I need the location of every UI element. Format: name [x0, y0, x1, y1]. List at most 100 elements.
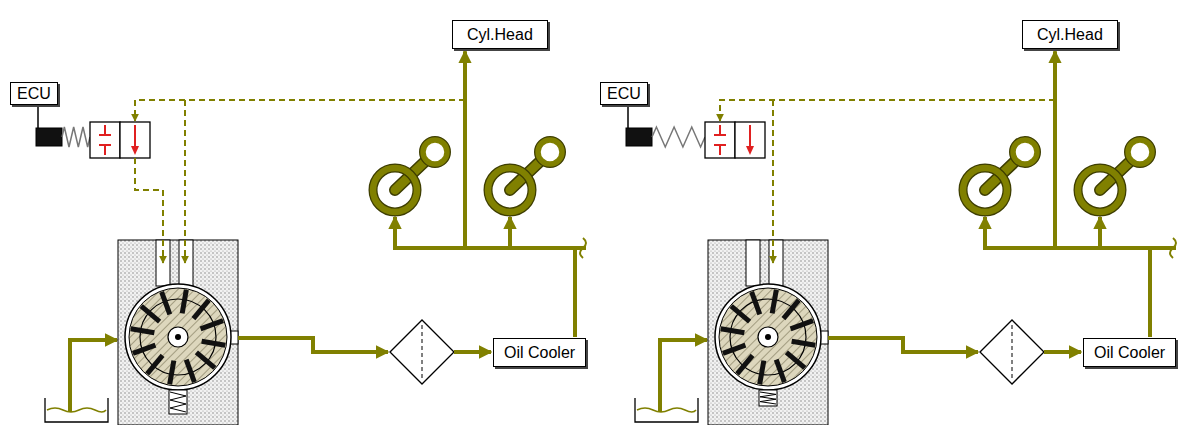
- pump-vane: [749, 291, 762, 315]
- component-box: Oil Cooler: [1083, 338, 1176, 367]
- pump-vane: [782, 299, 801, 321]
- controller-box: ECU: [600, 82, 648, 105]
- valve-square: [705, 122, 735, 158]
- pump-vane: [790, 318, 814, 331]
- cam-ring: [715, 284, 821, 390]
- component-box: Oil Cooler: [493, 338, 586, 367]
- pump-rotor: [140, 299, 216, 375]
- controller-box: ECU: [10, 82, 58, 105]
- cooler-feed-line: [1044, 350, 1081, 354]
- pump-vane: [757, 360, 766, 385]
- box-label: Cyl.Head: [467, 25, 533, 44]
- cam-ring-inner: [129, 288, 227, 386]
- oil-level: [47, 408, 106, 412]
- pump-housing: [708, 240, 828, 425]
- journal-feed: [393, 217, 397, 250]
- crank-journal-edge: [488, 168, 532, 212]
- valve-spring: [62, 127, 90, 147]
- box-label: Cyl.Head: [1037, 25, 1103, 44]
- flow-arrow-symbol: [134, 125, 136, 148]
- solenoid-body: [626, 128, 652, 146]
- pump-vane: [132, 343, 156, 356]
- pump-vane: [180, 289, 189, 314]
- pump-vane: [774, 359, 787, 383]
- pump-vane: [722, 343, 746, 356]
- rotor-shaft: [175, 334, 181, 340]
- suction-line: [70, 340, 117, 412]
- connector-layer: [465, 51, 1150, 337]
- pressure-line: [238, 338, 388, 352]
- pump-rotor: [730, 299, 806, 375]
- pump-vane: [200, 318, 224, 331]
- crank-pin: [1013, 140, 1037, 164]
- cam-ring-inner: [719, 288, 817, 386]
- valve-square: [120, 122, 150, 158]
- oil-filter: [390, 320, 454, 384]
- suction-line: [660, 340, 707, 412]
- pump-vane: [791, 339, 816, 348]
- pump-vane: [195, 351, 217, 370]
- crank-pin: [1128, 140, 1152, 164]
- crank-pin: [538, 140, 562, 164]
- pump-vane: [140, 304, 162, 323]
- pilot-line: [184, 100, 186, 263]
- crank-journal-edge: [373, 168, 417, 212]
- rotor-hub: [758, 327, 778, 347]
- oil-tank: [635, 398, 698, 422]
- pump-vane: [201, 339, 226, 348]
- filter-element: [422, 325, 423, 379]
- crank-pin: [423, 140, 447, 164]
- crank-journal-edge: [1078, 168, 1122, 212]
- pump-vane: [184, 359, 197, 383]
- flow-arrow-head: [131, 146, 139, 155]
- pump-spring-seat: [169, 390, 187, 414]
- journal-feed: [983, 217, 987, 250]
- journal-feed: [508, 217, 512, 250]
- pump-vane: [130, 326, 155, 335]
- oil-tank: [45, 398, 108, 422]
- valve-square: [90, 122, 120, 158]
- pump-housing: [118, 240, 238, 425]
- oil-level: [637, 408, 696, 412]
- crank-pin-edge: [1128, 140, 1152, 164]
- pump-vane: [720, 326, 745, 335]
- flow-arrow-symbol: [749, 125, 751, 148]
- box-label: ECU: [607, 84, 641, 103]
- pilot-line: [135, 158, 163, 263]
- crank-pin-edge: [423, 140, 447, 164]
- valve-square: [735, 122, 765, 158]
- oil-supply-line: [465, 51, 575, 337]
- pump-vane: [785, 351, 807, 370]
- component-box: Cyl.Head: [452, 20, 548, 49]
- crank-journal: [488, 168, 532, 212]
- pump-spring-seat: [759, 390, 777, 406]
- pump-vane: [145, 354, 164, 376]
- box-label: Oil Cooler: [1094, 343, 1165, 362]
- ecu-signal-wire: [627, 104, 629, 128]
- crank-pin-edge: [1013, 140, 1037, 164]
- pump-vane: [192, 299, 211, 321]
- pressure-line: [828, 338, 978, 352]
- crank-journal-edge: [963, 168, 1007, 212]
- pump-vane: [770, 289, 779, 314]
- pump-vane: [159, 291, 172, 315]
- pump-spring: [760, 392, 776, 404]
- blocked-port-symbol: [714, 125, 726, 155]
- pilot-line: [720, 100, 1055, 121]
- gallery-break: [580, 238, 586, 258]
- pump-spring: [170, 392, 186, 412]
- journal-feed: [1098, 217, 1102, 250]
- crank-journal: [1078, 168, 1122, 212]
- oil-filter: [980, 320, 1044, 384]
- box-label: ECU: [17, 84, 51, 103]
- flow-arrow-head: [746, 146, 754, 155]
- box-label: Oil Cooler: [504, 343, 575, 362]
- illustration-layer: [36, 100, 1176, 425]
- rotor-shaft: [765, 334, 771, 340]
- blocked-port-symbol: [99, 125, 111, 155]
- crank-journal: [373, 168, 417, 212]
- cam-ring: [125, 284, 231, 390]
